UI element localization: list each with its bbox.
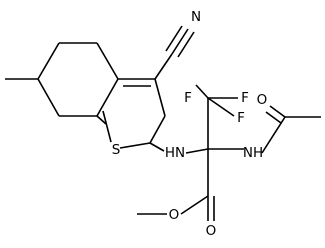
bond bbox=[185, 148, 209, 154]
bond bbox=[96, 115, 107, 125]
acetamide-group bbox=[261, 105, 321, 154]
atom-label-fluorine-mid: F bbox=[237, 110, 245, 126]
thiophene-ring bbox=[96, 78, 166, 149]
bond bbox=[165, 25, 183, 52]
bond bbox=[195, 84, 209, 99]
atom-label-ester-o: O bbox=[169, 207, 180, 223]
bond bbox=[102, 110, 112, 143]
bond bbox=[37, 42, 60, 80]
bond bbox=[154, 53, 173, 80]
bond bbox=[180, 195, 209, 215]
atom-label-fluorine-top-right: F bbox=[241, 90, 249, 106]
bond bbox=[96, 42, 119, 80]
atom-label-carbonyl-o-ester: O bbox=[206, 223, 217, 239]
bond bbox=[207, 97, 235, 117]
bond bbox=[149, 142, 165, 152]
aminal-center bbox=[149, 98, 244, 196]
bond bbox=[119, 142, 151, 149]
trifluoromethyl-group bbox=[195, 84, 238, 117]
bond bbox=[149, 115, 166, 144]
atom-labels: N S HN NH F F F O O O bbox=[112, 9, 268, 239]
bond bbox=[171, 28, 189, 55]
bond bbox=[37, 78, 60, 117]
nitrile-group bbox=[154, 25, 195, 80]
atom-label-fluorine-top-left: F bbox=[184, 90, 192, 106]
bond bbox=[269, 105, 286, 118]
bond bbox=[265, 111, 282, 124]
atom-label-sulfur: S bbox=[112, 142, 121, 158]
bond bbox=[96, 78, 119, 117]
cyclohexene-ring bbox=[5, 42, 119, 117]
bond bbox=[261, 116, 286, 154]
atom-label-amine-right: NH bbox=[243, 145, 263, 161]
atom-label-amine-left: HN bbox=[165, 145, 185, 161]
bond bbox=[154, 78, 166, 117]
bond bbox=[177, 31, 195, 58]
methyl-ester-group bbox=[137, 195, 215, 221]
atom-label-carbonyl-o-acetyl: O bbox=[257, 92, 268, 108]
atom-label-nitrile-n: N bbox=[191, 9, 201, 25]
